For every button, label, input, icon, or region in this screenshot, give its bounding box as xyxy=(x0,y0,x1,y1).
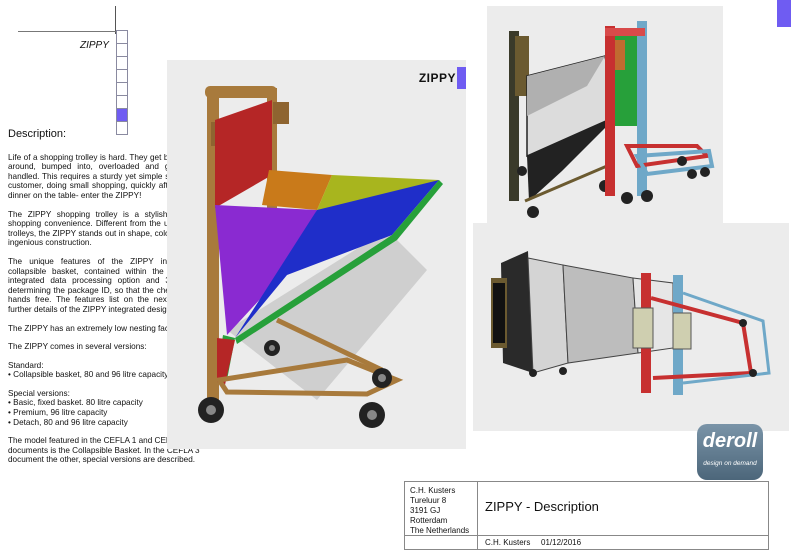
document-date: 01/12/2016 xyxy=(541,538,582,547)
special-label: Special versions: xyxy=(8,388,70,398)
title-block-divider xyxy=(405,535,768,536)
description-paragraph: Life of a shopping trolley is hard. They… xyxy=(8,152,220,200)
render-brand: ZIPPY xyxy=(418,71,456,85)
logo-word: deroll xyxy=(702,430,758,452)
nested-trolleys-render xyxy=(487,6,723,234)
index-divider-vertical xyxy=(115,6,116,34)
address-line: Tureluur 8 xyxy=(410,496,447,505)
trolley-illustration xyxy=(198,86,443,428)
logo-tagline: design on demand xyxy=(703,460,757,467)
standard-list: Collapsible basket, 80 and 96 litre capa… xyxy=(8,370,220,380)
standard-label: Standard: xyxy=(8,360,44,370)
address-line: Rotterdam xyxy=(410,516,448,525)
company-logo: deroll design on demand xyxy=(697,424,763,480)
index-cell xyxy=(116,30,128,43)
address-line: C.H. Kusters xyxy=(410,486,456,495)
index-cell xyxy=(116,69,128,82)
description: Description: Life of a shopping trolley … xyxy=(8,128,220,474)
index-cell xyxy=(116,82,128,95)
document-author: C.H. Kusters xyxy=(485,538,531,547)
corner-accent xyxy=(777,0,791,27)
index-cell xyxy=(116,121,128,135)
address: C.H. Kusters Tureluur 8 3191 GJ Rotterda… xyxy=(410,486,469,536)
index-cell xyxy=(116,95,128,108)
nested-trolleys-illustration xyxy=(509,21,715,218)
title-block: C.H. Kusters Tureluur 8 3191 GJ Rotterda… xyxy=(404,481,769,550)
list-item: Detach, 80 and 96 litre capacity xyxy=(8,418,220,428)
render-brand-bar xyxy=(457,67,466,89)
index-cell xyxy=(116,108,128,121)
top-view-render xyxy=(473,223,789,431)
list-item: Collapsible basket, 80 and 96 litre capa… xyxy=(8,370,220,380)
main-render: ZIPPY xyxy=(167,60,466,449)
page-index xyxy=(116,30,128,135)
address-line: 3191 GJ xyxy=(410,506,441,515)
description-paragraph: The unique features of the ZIPPY include… xyxy=(8,256,220,314)
description-paragraph: The ZIPPY has an extremely low nesting f… xyxy=(8,323,211,333)
list-item: Premium, 96 litre capacity xyxy=(8,408,220,418)
top-view-illustration xyxy=(491,251,771,395)
description-paragraph: The ZIPPY shopping trolley is a stylish … xyxy=(8,209,220,248)
special-list: Basic, fixed basket. 80 litre capacity P… xyxy=(8,398,220,427)
description-paragraph: The ZIPPY comes in several versions: xyxy=(8,342,147,352)
header-title: ZIPPY xyxy=(80,40,109,51)
list-item: Basic, fixed basket. 80 litre capacity xyxy=(8,398,220,408)
index-divider-horizontal xyxy=(18,31,116,32)
index-cell xyxy=(116,56,128,69)
description-heading: Description: xyxy=(8,128,67,140)
document-title: ZIPPY - Description xyxy=(485,499,599,514)
index-cell xyxy=(116,43,128,56)
address-line: The Netherlands xyxy=(410,526,470,535)
closing-note: The model featured in the CEFLA 1 and CE… xyxy=(8,436,200,465)
title-block-divider xyxy=(477,482,478,549)
